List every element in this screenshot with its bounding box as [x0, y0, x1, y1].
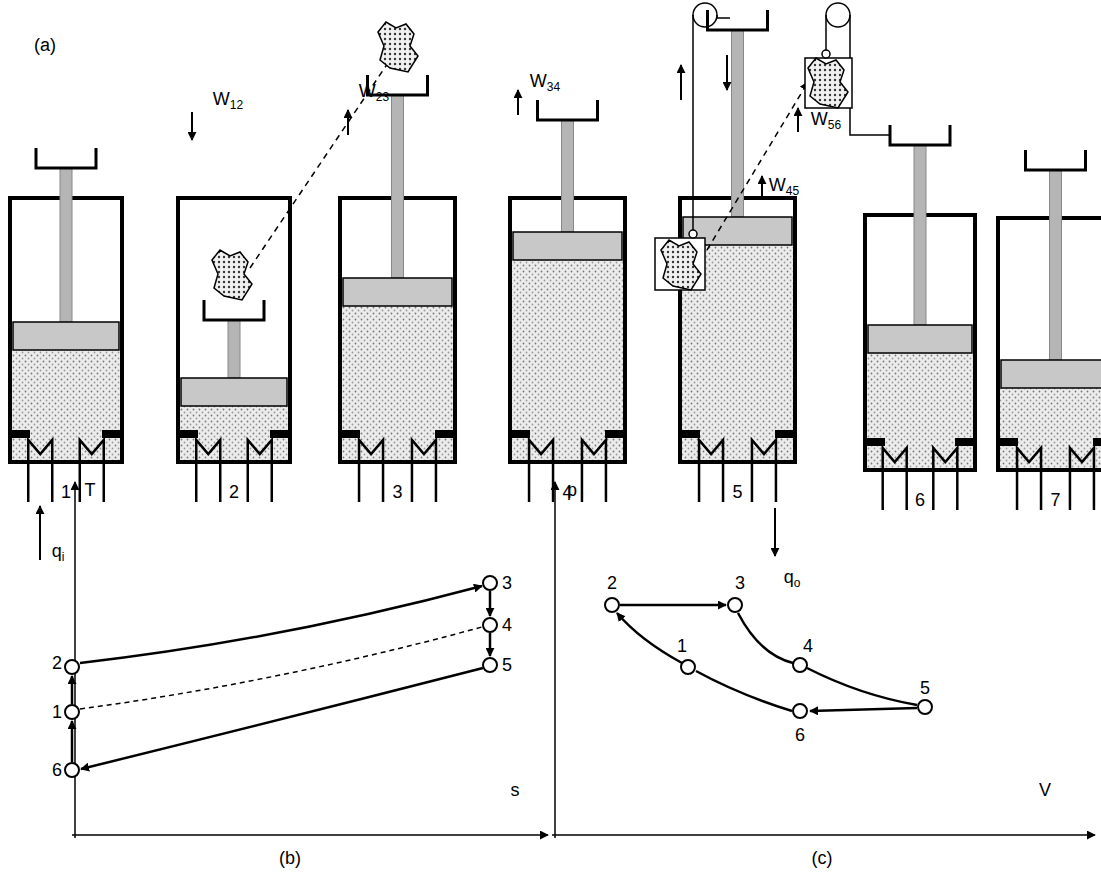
- state-number: 2: [52, 654, 62, 672]
- heater-coil: [582, 440, 606, 502]
- piston-cylinder: [10, 148, 122, 502]
- state-number: 2: [607, 574, 617, 592]
- heater-coil: [80, 440, 104, 502]
- state-number: s: [511, 781, 520, 799]
- state-number: 3: [735, 574, 745, 592]
- state-number: 1: [52, 703, 62, 721]
- piston-rod: [228, 320, 240, 378]
- gas: [178, 406, 290, 462]
- weight-rock: [212, 250, 252, 300]
- gas: [510, 260, 625, 462]
- state-number: 1: [61, 483, 71, 501]
- state-number: 3: [392, 483, 402, 501]
- weight-pan: [538, 100, 598, 120]
- heater-coil: [752, 440, 776, 502]
- state-number: V: [1039, 781, 1051, 799]
- gas: [10, 350, 122, 462]
- state-number: 4: [803, 637, 813, 655]
- heater-coil: [412, 440, 436, 502]
- heater-coil: [699, 440, 723, 502]
- piston: [1001, 360, 1101, 388]
- state-number: 1: [677, 637, 687, 655]
- quantity-label: qi: [52, 542, 65, 563]
- state-number: 7: [1050, 491, 1060, 509]
- piston-cylinder: [865, 125, 975, 510]
- cylinder-wall: [178, 198, 290, 462]
- heater-coil: [359, 440, 383, 502]
- quantity-label: W56: [811, 110, 841, 131]
- panel-label: (b): [279, 849, 301, 867]
- stop: [955, 438, 975, 446]
- quantity-label: W12: [213, 90, 243, 111]
- state-number: 4: [502, 616, 512, 634]
- state-number: 5: [502, 656, 512, 674]
- piston-cylinder: [178, 198, 290, 502]
- heater-coil: [1070, 448, 1094, 510]
- piston-cylinder: [998, 150, 1101, 510]
- panel-label: (c): [812, 849, 833, 867]
- state-number: 6: [915, 491, 925, 509]
- piston-cylinder: [340, 75, 455, 502]
- stop: [775, 430, 795, 438]
- weight-pan: [1026, 150, 1086, 170]
- heater-coil: [28, 440, 52, 502]
- piston: [181, 378, 287, 406]
- panel-label: (a): [34, 36, 56, 54]
- stop: [340, 430, 360, 438]
- heater-coil: [933, 448, 957, 510]
- gas: [340, 306, 455, 462]
- quantity-label: W23: [359, 82, 389, 103]
- weight-pan: [204, 300, 264, 320]
- stop: [1093, 438, 1101, 446]
- piston-rod: [732, 30, 744, 217]
- piston-rod: [562, 120, 574, 232]
- stop: [510, 430, 530, 438]
- piston: [868, 325, 972, 353]
- stop: [865, 438, 885, 446]
- heater-coil: [196, 440, 220, 502]
- stop: [435, 430, 455, 438]
- state-number: 5: [732, 483, 742, 501]
- state-number: 6: [52, 761, 62, 779]
- state-number: 6: [795, 726, 805, 744]
- piston-cylinder: [510, 100, 625, 502]
- weight-rock: [808, 58, 848, 108]
- heater-coil: [529, 440, 553, 502]
- piston: [343, 278, 452, 306]
- piston-rod: [60, 168, 72, 322]
- piston-rod: [392, 95, 404, 278]
- state-number: 3: [502, 574, 512, 592]
- quantity-label: qo: [784, 568, 801, 589]
- weight-pan: [890, 125, 950, 145]
- heater-coil: [883, 448, 907, 510]
- state-number: 2: [229, 483, 239, 501]
- state-number: T: [85, 481, 96, 499]
- heater-coil: [248, 440, 272, 502]
- stop: [680, 430, 700, 438]
- weight-pan: [36, 148, 96, 168]
- stop: [605, 430, 625, 438]
- piston: [513, 232, 622, 260]
- stop: [998, 438, 1018, 446]
- quantity-label: W45: [769, 176, 799, 197]
- heater-coil: [1017, 448, 1041, 510]
- state-number: 5: [920, 679, 930, 697]
- piston: [13, 322, 119, 350]
- weight-rock: [378, 22, 418, 72]
- weight-rock: [661, 240, 701, 290]
- cylinder-wall: [510, 198, 625, 462]
- piston-rod: [1050, 170, 1062, 360]
- state-number: p: [567, 481, 577, 499]
- piston-rod: [914, 145, 926, 325]
- quantity-label: W34: [530, 72, 560, 93]
